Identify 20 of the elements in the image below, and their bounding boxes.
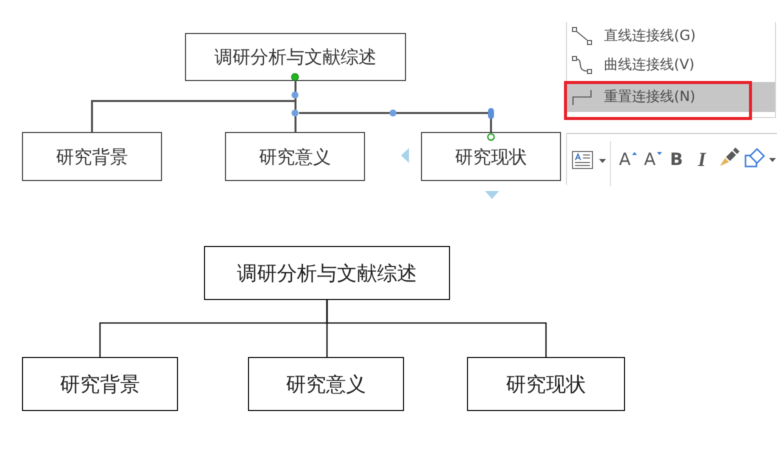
process-box: 调研分析与文献综述	[204, 246, 450, 300]
menu-item: 曲线连接线(V)	[567, 51, 775, 79]
selected-connector	[299, 108, 494, 132]
process-box: 研究背景	[22, 132, 162, 181]
process-box: 调研分析与文献综述	[185, 33, 406, 81]
connector-line	[294, 120, 296, 132]
connector-line	[326, 300, 547, 357]
bold-label: B	[670, 149, 683, 171]
menu-item: 重置连接线(N)	[567, 82, 775, 112]
process-box: 研究意义	[248, 357, 404, 411]
shrink-font-label: A	[644, 149, 656, 171]
selected-connector	[292, 81, 298, 120]
grow-font-label: A	[619, 149, 631, 171]
connector-line	[91, 100, 296, 132]
process-box: 研究现状	[467, 357, 625, 411]
process-box: 研究现状	[421, 132, 561, 181]
italic-label: I	[698, 149, 706, 171]
menu-item: 直线连接线(G)	[567, 22, 775, 49]
process-box: 研究意义	[225, 132, 365, 181]
process-box: 研究背景	[22, 357, 178, 411]
